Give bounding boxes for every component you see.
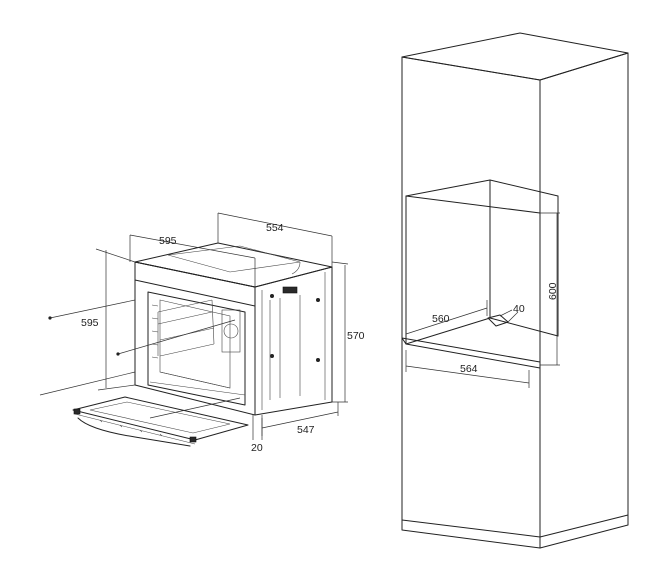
cabinet-niche-ceiling: [405, 179, 559, 197]
dim-cabinet-niche-height: 600: [547, 282, 559, 300]
oven-cavity: [147, 291, 246, 406]
dim-oven-height-left: 595: [81, 317, 99, 329]
oven-side-connector: [282, 286, 298, 294]
dim-cabinet-niche-depth: 560: [432, 313, 450, 325]
dim-oven-depth: 547: [297, 424, 315, 436]
cabinet-top: [401, 32, 629, 81]
dim-cabinet-niche-width: 564: [460, 363, 478, 375]
oven-fan-cover: [221, 309, 241, 353]
oven-drawing: [72, 242, 333, 447]
oven-door: [72, 396, 249, 441]
oven-front-frame: [134, 261, 256, 416]
dim-oven-front-offset: 20: [251, 442, 263, 454]
oven-dimensions: 554 595 595 570 547 20: [39, 212, 365, 454]
cabinet-niche-floor: [405, 317, 559, 345]
cabinet-niche-opening: [405, 195, 541, 369]
cabinet-plinth: [401, 514, 629, 538]
oven-rack-rails-left: [151, 304, 159, 359]
cabinet-side: [539, 52, 629, 549]
cabinet-dimensions: 600 564 560 40: [405, 212, 560, 388]
dim-cabinet-vent-gap: 40: [513, 303, 525, 315]
oven-control-panel: [134, 261, 256, 307]
oven-door-handle: [77, 417, 191, 447]
oven-top-panel: [134, 242, 333, 288]
dim-oven-width-top: 554: [266, 222, 284, 234]
dim-oven-width-front: 595: [159, 235, 177, 247]
oven-racks: [157, 299, 215, 357]
dim-oven-height-right: 570: [347, 330, 365, 342]
cabinet-drawing: [401, 32, 629, 549]
